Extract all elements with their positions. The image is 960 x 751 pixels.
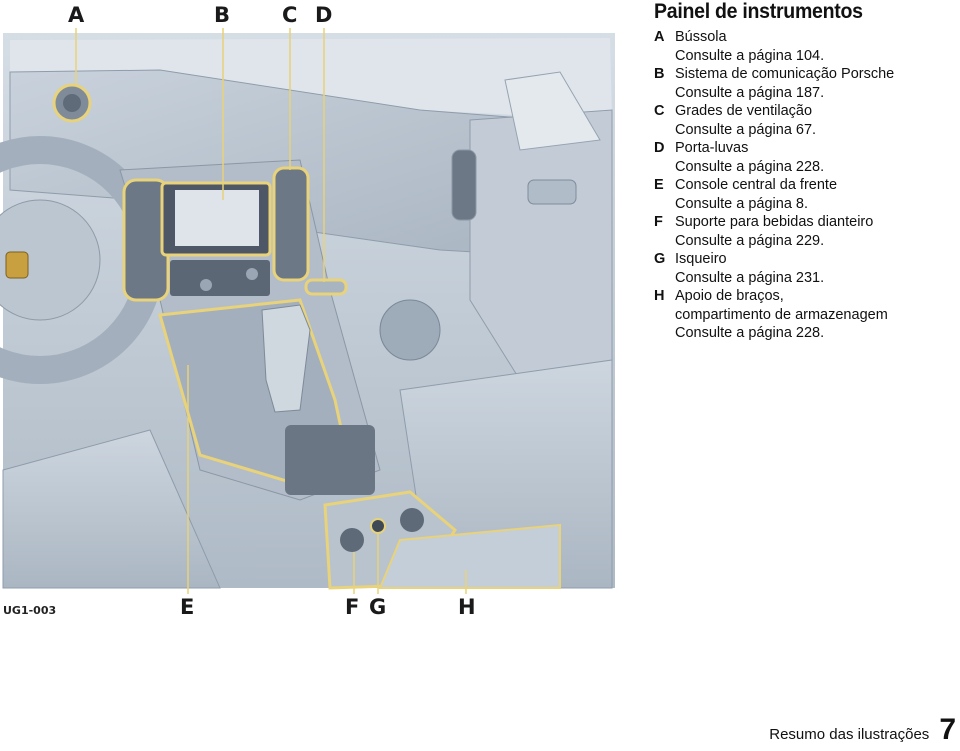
callout-h: H	[458, 595, 476, 619]
legend-letter: A	[654, 29, 665, 45]
legend-letter: H	[654, 288, 665, 304]
door-handle	[527, 179, 577, 205]
callout-d: D	[315, 3, 333, 27]
figure-code: UG1-003	[3, 604, 57, 617]
legend-page-ref: Consulte a página 231.	[675, 269, 825, 286]
legend-label: Porta-luvas	[675, 140, 749, 156]
pcm-screen	[175, 190, 259, 246]
driver-seat	[2, 429, 221, 589]
cup-holder-right	[400, 508, 424, 532]
pcm-knob-left	[200, 279, 212, 291]
dashboard-illustration: A B C D E F G H UG1-003	[0, 3, 615, 619]
leader-lines	[75, 28, 467, 594]
legend-letter: E	[654, 177, 664, 193]
legend-label: Console central da frente	[675, 177, 838, 193]
armrest	[378, 523, 561, 589]
air-vent-passenger	[451, 149, 477, 221]
legend-item-b: B Sistema de comunicação Porsche Consult…	[654, 65, 954, 102]
legend-item-a: A Bússola Consulte a página 104.	[654, 28, 954, 65]
legend-label: Apoio de braços,	[675, 288, 784, 304]
page-number: 7	[939, 713, 956, 746]
legend-title: Painel de instrumentos	[654, 0, 863, 23]
footer-section-title: Resumo das ilustrações	[769, 726, 930, 743]
legend-page-ref: Consulte a página 67.	[675, 121, 817, 138]
legend-label: Sistema de comunicação Porsche	[675, 66, 895, 82]
side-window	[504, 71, 601, 151]
compass-face	[63, 94, 81, 112]
legend-label: Isqueiro	[675, 251, 727, 267]
legend-letter: G	[654, 251, 666, 267]
dashboard-drawing	[0, 28, 615, 594]
glovebox-handle	[304, 278, 348, 296]
page-footer: Resumo das ilustrações 7	[769, 715, 956, 745]
legend-letter: D	[654, 140, 665, 156]
legend-page-ref: Consulte a página 187.	[675, 84, 825, 101]
callout-e: E	[180, 595, 195, 619]
legend-letter: B	[654, 66, 665, 82]
legend-page-ref: Consulte a página 228.	[675, 325, 825, 341]
legend-page-ref: Consulte a página 104.	[675, 47, 825, 64]
callout-c: C	[282, 3, 298, 27]
steering-hub	[0, 199, 101, 321]
porsche-crest-icon	[5, 251, 29, 279]
gear-selector	[261, 304, 311, 413]
pcm-knob-right	[246, 268, 258, 280]
legend-page-ref: Consulte a página 229.	[675, 232, 825, 249]
legend-page-ref: Consulte a página 8.	[675, 195, 809, 212]
legend-item-d: D Porta-luvas Consulte a página 228.	[654, 139, 954, 176]
door-speaker	[379, 299, 441, 361]
legend-label: Grades de ventilação	[675, 103, 813, 119]
legend: Painel de instrumentos A Bússola Consult…	[654, 0, 954, 343]
callout-f: F	[345, 595, 360, 619]
air-vent-right	[272, 166, 310, 282]
console-switch-panel	[285, 425, 375, 495]
legend-label-cont: compartimento de armazenagem	[675, 306, 888, 323]
legend-item-g: G Isqueiro Consulte a página 231.	[654, 250, 954, 287]
windshield	[10, 38, 612, 120]
legend-item-e: E Console central da frente Consulte a p…	[654, 176, 954, 213]
pcm-controls	[170, 260, 270, 296]
legend-label: Suporte para bebidas dianteiro	[675, 214, 874, 230]
cup-holder-left	[340, 528, 364, 552]
legend-letter: C	[654, 103, 665, 119]
legend-item-f: F Suporte para bebidas dianteiro Consult…	[654, 213, 954, 250]
legend-label: Bússola	[675, 29, 727, 45]
callout-g: G	[369, 595, 387, 619]
legend-item-c: C Grades de ventilação Consulte a página…	[654, 102, 954, 139]
legend-page-ref: Consulte a página 228.	[675, 158, 825, 175]
legend-item-h: H Apoio de braços, compartimento de arma…	[654, 287, 954, 343]
callout-b: B	[214, 3, 231, 27]
callout-a: A	[68, 3, 85, 27]
cigarette-lighter	[370, 518, 386, 534]
legend-letter: F	[654, 214, 663, 230]
